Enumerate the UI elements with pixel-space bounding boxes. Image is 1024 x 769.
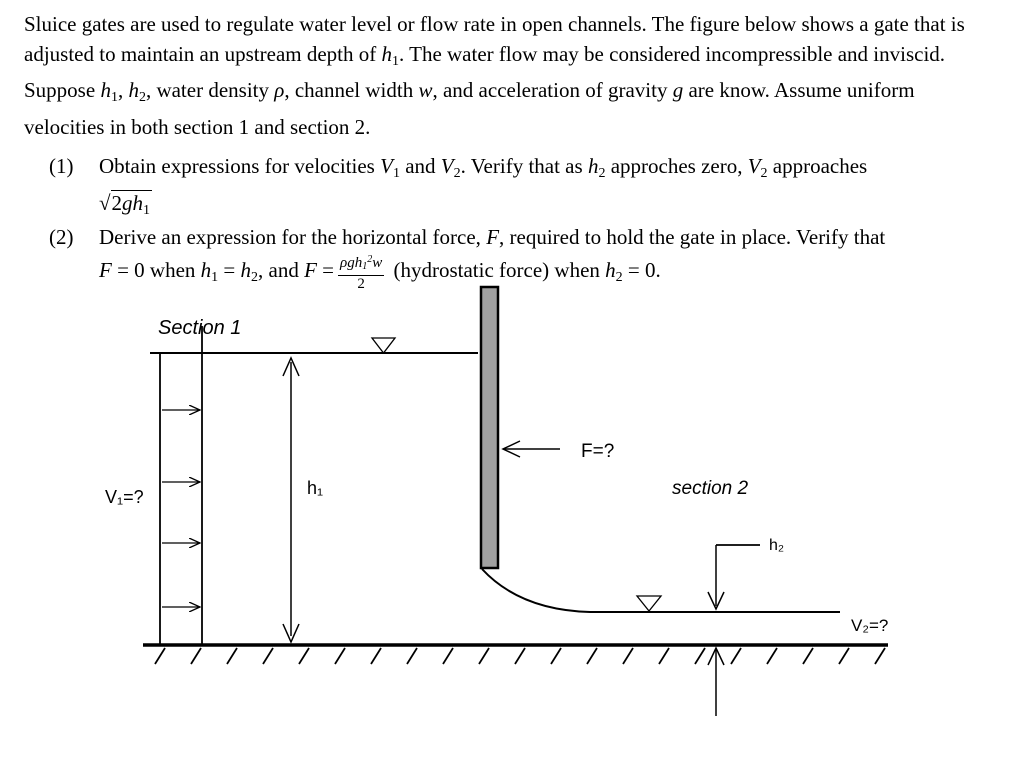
force-label: F=? [581, 441, 614, 462]
section2-label: section 2 [672, 478, 748, 499]
upstream-surface-triangle [370, 337, 397, 355]
question-2: (2) Derive an expression for the horizon… [24, 223, 999, 253]
question-1-text: Obtain expressions for velocities V1 and… [99, 154, 868, 181]
v1-label: V₁=? [105, 487, 144, 507]
question-1-formula: √2gh1 [24, 189, 999, 223]
sluice-gate [479, 285, 500, 570]
question-2-number: (2) [49, 224, 74, 249]
section1-label: Section 1 [158, 317, 241, 339]
downstream-jet-surface [481, 568, 840, 613]
problem-intro: Sluice gates are used to regulate water … [24, 12, 965, 139]
question-list: (1) Obtain expressions for velocities V1… [24, 152, 999, 292]
v2-label: V₂=? [851, 616, 888, 635]
h1-label: h₁ [307, 478, 323, 498]
problem-statement: Sluice gates are used to regulate water … [24, 10, 999, 292]
velocity-profile-arrows [162, 410, 200, 607]
sqrt-2gh1: √2gh1 [99, 189, 153, 223]
ground-hatching [154, 647, 886, 665]
h2-label: h₂ [769, 537, 784, 554]
question-1-number: (1) [49, 154, 74, 178]
question-1: (1) Obtain expressions for velocities V1… [24, 152, 999, 189]
intro-part-1: Sluice gates are used to regulate water … [24, 12, 965, 66]
question-2-text: Derive an expression for the horizontal … [99, 224, 886, 249]
downstream-surface-triangle [635, 595, 663, 613]
